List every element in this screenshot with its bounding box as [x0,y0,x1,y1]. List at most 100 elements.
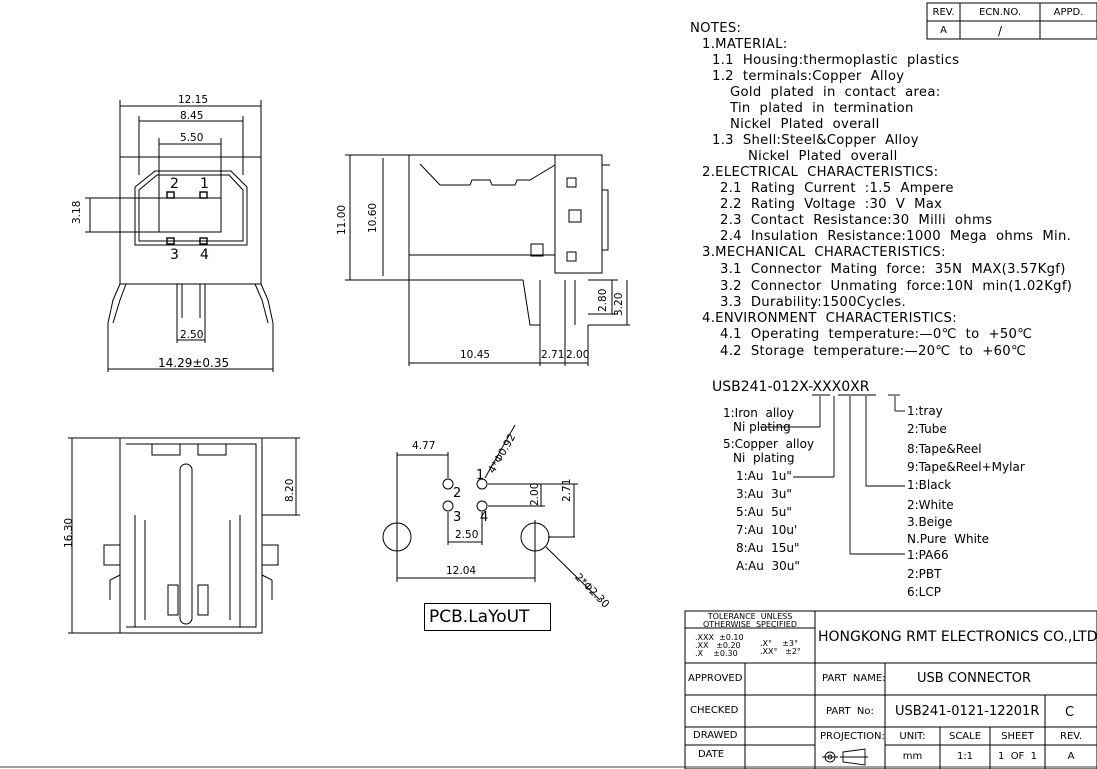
note-line: 4.2 Storage temperature:—20℃ to +60℃ [720,344,1027,359]
dim-label: 2.50 [180,329,204,341]
part-no-rev: C [1065,705,1075,720]
packing-option: 8:Tape&Reel [907,442,982,456]
date-label: DATE [698,749,725,760]
note-line: 2.3 Contact Resistance:30 Milli ohms [720,213,993,228]
packing-option: 1:tray [907,404,943,418]
color-option: 1:Black [907,478,952,492]
note-line: 2.ELECTRICAL CHARACTERISTICS: [702,165,939,180]
dim-label: 10.45 [460,349,491,361]
rev-value: A [940,25,947,36]
rev-label: REV. [1060,731,1082,742]
company-name: HONGKONG RMT ELECTRONICS CO.,LTD. [818,629,1097,645]
dim-label: 2.00 [529,482,541,506]
title-block-grid [684,2,1097,769]
projection-label: PROJECTION: [820,731,885,742]
color-option: 2:White [907,498,954,512]
note-line: Nickel Plated overall [748,149,898,164]
part-name-label: PART NAME: [822,673,886,684]
dim-label: 2.71 [561,478,573,502]
pcb-layout-label: PCB.LaYoUT [429,607,530,627]
shell-option: 5:Copper alloy [723,437,815,451]
color-option: N.Pure White [907,532,989,546]
note-line: 2.1 Rating Current :1.5 Ampere [720,181,954,196]
dim-label: 8.20 [284,478,296,502]
dim-label: 2.50 [455,529,479,541]
note-line: 4.ENVIRONMENT CHARACTERISTICS: [702,311,957,326]
pin-label: 3 [453,510,462,525]
dim-label: 2.00 [566,349,590,361]
note-line: Tin plated in termination [730,101,914,116]
note-line: 2.2 Rating Voltage :30 V Max [720,197,943,212]
unit-label: UNIT: [899,731,926,742]
scale-label: SCALE [948,731,982,742]
note-line: 1.1 Housing:thermoplastic plastics [712,53,960,68]
plating-option: 8:Au 15u" [736,541,800,555]
dim-label: 3.18 [71,200,83,224]
ecn-header: ECN.NO. [978,7,1022,18]
note-line: Nickel Plated overall [730,117,880,132]
packing-option: 9:Tape&Reel+Mylar [907,460,1025,474]
tolerance-linear: .X ±0.30 [695,649,738,658]
material-option: 2:PBT [907,567,942,581]
note-line: 1.3 Shell:Steel&Copper Alloy [712,133,919,148]
shell-option: Ni plating [733,451,795,465]
pin-label: 2 [170,176,179,192]
approved-label: APPROVED [688,673,743,684]
dim-label: 5.50 [180,132,204,144]
tolerance-angle: .X° ±3° [760,639,798,648]
plating-option: 3:Au 3u" [736,487,792,501]
tolerance-linear: .XXX ±0.10 [695,633,744,642]
tolerance-title: OTHERWISE SPECIFIED [702,620,798,629]
side-view-drawing [345,154,630,366]
note-line: 3.3 Durability:1500Cycles. [720,295,906,310]
part-number-leaders [760,394,905,555]
pin-label: 4 [480,510,489,525]
unit-value: mm [902,751,923,762]
rev-header: REV. [932,7,955,18]
pin-label: 1 [200,176,209,192]
part-name-value: USB CONNECTOR [917,671,1032,686]
material-option: 1:PA66 [907,548,949,562]
pcb-layout-drawing [382,424,601,601]
note-line: 1.2 terminals:Copper Alloy [712,69,905,84]
pin-label: 1 [476,468,485,483]
color-option: 3.Beige [907,515,953,529]
packing-option: 2:Tube [907,422,947,436]
dim-label: 12.04 [446,565,477,577]
front-view-drawing [85,100,274,372]
dim-label: 2.80 [597,288,609,312]
dim-label: 11.00 [336,204,348,235]
note-line: 3.1 Connector Mating force: 35N MAX(3.57… [720,262,1066,277]
checked-label: CHECKED [690,705,739,716]
scale-value: 1:1 [956,751,974,762]
rev-value: A [1067,751,1075,762]
note-line: Gold plated in contact area: [730,85,941,100]
dim-label: 4.77 [412,440,436,452]
sheet-value: 1 OF 1 [997,751,1038,762]
dim-label: 8.45 [180,110,204,122]
shell-option: 1:Iron alloy [723,406,794,420]
tolerance-title: TOLERANCE UNLESS [707,612,793,621]
note-line: 4.1 Operating temperature:—0℃ to +50℃ [720,327,1033,342]
dim-label: 2.71 [541,349,565,361]
dim-label: 16.30 [63,517,75,548]
sheet-label: SHEET [1001,731,1034,742]
dim-label: 12.15 [178,94,209,106]
part-number-code: USB241-012X-XXX0XR [712,379,870,395]
dim-label: 10.60 [367,202,379,233]
part-no-label: PART No: [826,706,874,717]
tolerance-linear: .XX ±0.20 [695,641,741,650]
part-no-value: USB241-0121-12201R [895,704,1040,719]
notes-title: NOTES: [690,21,742,36]
dim-label: 3.20 [613,292,625,316]
pin-label: 3 [170,247,179,263]
note-line: 2.4 Insulation Resistance:1000 Mega ohms… [720,229,1072,244]
note-line: 3.MECHANICAL CHARACTERISTICS: [702,245,946,260]
appd-header: APPD. [1053,7,1084,18]
material-option: 6:LCP [907,585,941,599]
plating-option: 1:Au 1u" [736,469,792,483]
tolerance-angle: .XX° ±2° [760,647,801,656]
projection-symbol-icon [822,748,868,766]
plating-option: 5:Au 5u" [736,505,792,519]
